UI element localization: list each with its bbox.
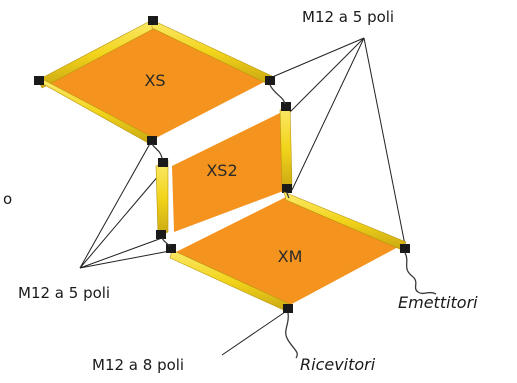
xs-connector-bottom (147, 136, 157, 145)
xs-connector-left (34, 76, 44, 85)
zone-xs: XS (34, 16, 275, 145)
cables (151, 84, 437, 359)
leader-lines (79, 37, 407, 356)
cable-emitters (404, 252, 437, 295)
xs-connector-right (265, 76, 275, 85)
xs2-connector-bottom-right (282, 184, 292, 193)
xm-connector-left (166, 244, 176, 253)
label-receivers: Ricevitori (300, 355, 376, 374)
xs2-connector-top-right (281, 102, 291, 111)
label-m12-8pin: M12 a 8 poli (92, 356, 185, 374)
zone-xs2: XS2 (155, 102, 293, 239)
xs2-bar-right (279, 105, 293, 191)
cable-xs2-xm-left (161, 237, 171, 247)
zone-xs2-label: XS2 (206, 161, 237, 180)
label-emitters: Emettitori (398, 293, 478, 312)
zone-xs-label: XS (144, 71, 165, 90)
label-m12-5pin-top: M12 a 5 poli (302, 8, 395, 26)
xs2-connector-top-left (158, 158, 168, 167)
cable-receivers (285, 312, 298, 359)
cable-xs-xs2-left (151, 143, 163, 159)
xm-connector-right (400, 244, 410, 253)
xs2-bar-left (155, 159, 169, 237)
label-partial-left: o (3, 190, 13, 208)
xm-connector-bottom (283, 304, 293, 313)
label-m12-5pin-left: M12 a 5 poli (18, 284, 111, 302)
zone-xm-label: XM (278, 247, 303, 266)
cable-xs2-xm-right (286, 191, 290, 199)
zone-xm: XM (166, 191, 410, 313)
xs2-connector-bottom-left (156, 230, 166, 239)
cable-xs-xs2 (269, 84, 286, 105)
xs-connector-top (148, 16, 158, 25)
